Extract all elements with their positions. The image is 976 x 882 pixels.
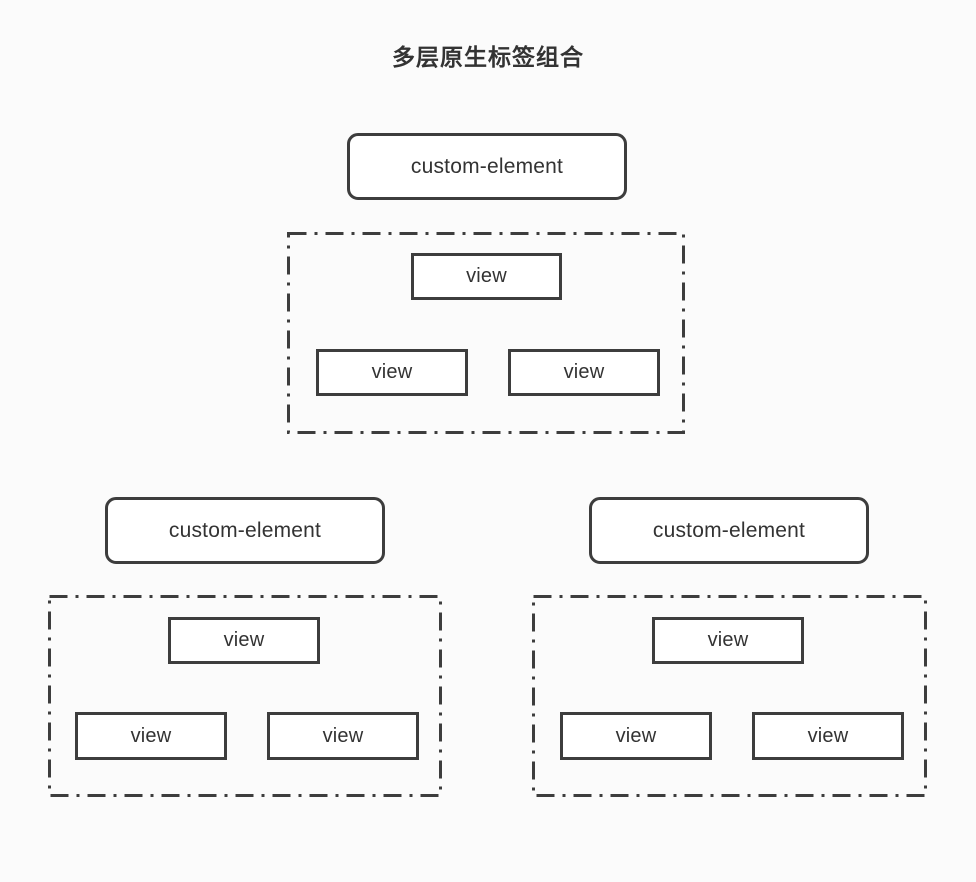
view-node[interactable]: view [752, 712, 904, 760]
view-node[interactable]: view [560, 712, 712, 760]
view-node[interactable]: view [411, 253, 562, 300]
page-title: 多层原生标签组合 [392, 44, 584, 70]
view-node[interactable]: view [316, 349, 468, 396]
component-group-top: custom-element view view view [287, 133, 685, 434]
custom-element-node[interactable]: custom-element [347, 133, 627, 200]
view-node[interactable]: view [652, 617, 804, 664]
custom-element-node[interactable]: custom-element [105, 497, 385, 564]
custom-element-node[interactable]: custom-element [589, 497, 869, 564]
view-node[interactable]: view [168, 617, 320, 664]
view-node[interactable]: view [75, 712, 227, 760]
view-node[interactable]: view [508, 349, 660, 396]
view-node[interactable]: view [267, 712, 419, 760]
